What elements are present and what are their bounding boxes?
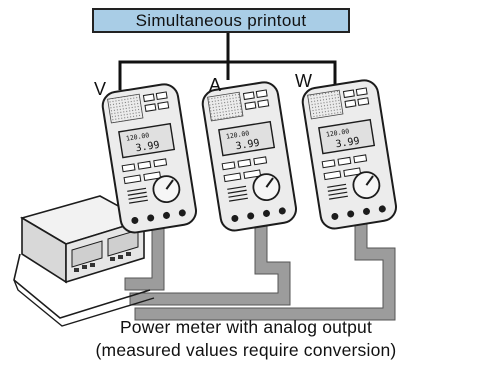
instrument-a <box>201 81 297 232</box>
instrument-a-display-line1: 120.00 <box>225 129 250 141</box>
instrument-w <box>301 79 397 230</box>
instrument-v-display-line2: 3.99 <box>135 140 161 155</box>
channel-label-v: V <box>94 79 107 99</box>
instrument-a-display-line2: 3.99 <box>235 138 261 153</box>
caption-line-2: (measured values require conversion) <box>95 340 397 360</box>
printout-connection-lines <box>118 33 337 90</box>
instrument-w-display-line1: 120.00 <box>325 127 350 139</box>
channel-label-w: W <box>295 71 312 91</box>
caption-line-1: Power meter with analog output <box>119 317 373 337</box>
instrument-w-display-line2: 3.99 <box>335 136 361 151</box>
analog-output-cables <box>124 219 396 321</box>
instrument-v <box>101 83 197 234</box>
power-meter-unit <box>13 195 155 327</box>
channel-label-a: A <box>209 75 222 95</box>
instrument-v-display-line1: 120.00 <box>125 131 150 143</box>
simultaneous-printout-label: Simultaneous printout <box>92 8 350 33</box>
